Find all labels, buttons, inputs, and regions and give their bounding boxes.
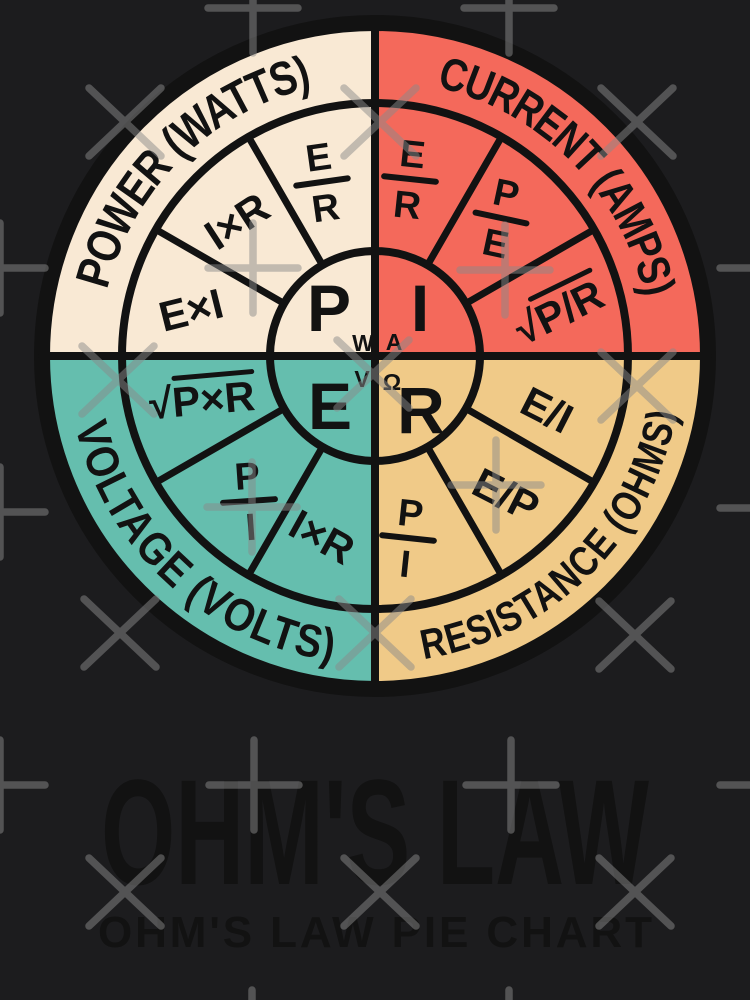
watermark-plus-icon (204, 0, 302, 57)
wedge-divider (462, 405, 598, 486)
fraction-numerator: P (233, 455, 261, 499)
radical-vinculum (528, 267, 593, 302)
watermark-x-icon (340, 84, 420, 160)
fraction-bar (293, 175, 351, 189)
radical-vinculum (171, 369, 255, 381)
watermark-plus-icon (462, 736, 560, 834)
watermark-x-icon (80, 595, 160, 671)
fraction-denominator: R (309, 186, 342, 231)
watermark-x-icon (595, 597, 675, 673)
watermark-x-icon (595, 854, 675, 930)
center-hub: P I E R W A V Ω (307, 271, 445, 447)
formula-power-e-over-r: E R (293, 136, 351, 231)
center-letter-power: P (307, 271, 351, 345)
fraction-numerator: E (303, 136, 334, 181)
watermark-plus-icon (0, 736, 49, 834)
center-letter-resistance: R (397, 373, 445, 447)
wedge-divider (152, 405, 288, 486)
formula-text: √P×R (147, 372, 257, 428)
center-unit-watts: W (352, 330, 374, 356)
wedge-divider (424, 133, 505, 269)
fraction-denominator: I (398, 543, 413, 586)
fraction-bar (381, 173, 439, 185)
watermark-plus-icon (0, 219, 49, 317)
watermark-plus-icon (203, 458, 301, 556)
sector-resistance (375, 356, 708, 689)
watermark-x-icon (340, 854, 420, 930)
watermark-x-icon (85, 854, 165, 930)
watermark-plus-icon (204, 219, 302, 317)
watermark-plus-icon (460, 0, 558, 57)
watermark-plus-icon (0, 463, 49, 561)
watermark-plus-icon (716, 504, 750, 512)
watermark-plus-icon (447, 436, 545, 534)
formula-voltage-p-over-i: P I (220, 455, 278, 549)
center-letter-current: I (411, 271, 429, 345)
fraction-numerator: P (396, 492, 426, 536)
watermark-x-icon (85, 84, 165, 160)
watermark-plus-icon (456, 221, 554, 319)
watermark-plus-icon (716, 781, 750, 789)
sector-power (42, 23, 375, 356)
wedge-divider (424, 443, 505, 579)
fraction-bar (472, 209, 530, 227)
fraction-denominator: R (391, 184, 423, 229)
formula-resistance-p-over-i: P I (379, 492, 437, 586)
wedge-divider (245, 443, 326, 579)
watermark-x-icon (78, 342, 158, 418)
watermark-plus-icon (205, 736, 303, 834)
center-letter-voltage: E (308, 369, 352, 443)
wedge-divider (245, 133, 326, 269)
watermark-x-icon (597, 348, 677, 424)
formula-voltage-sqrt-pxr: √P×R (147, 369, 257, 428)
watermark-x-icon (333, 336, 413, 412)
watermark-x-icon (335, 595, 415, 671)
sector-voltage (42, 356, 375, 689)
fraction-bar (379, 532, 437, 544)
watermark-x-icon (597, 84, 677, 160)
watermark-plus-icon (716, 264, 750, 272)
